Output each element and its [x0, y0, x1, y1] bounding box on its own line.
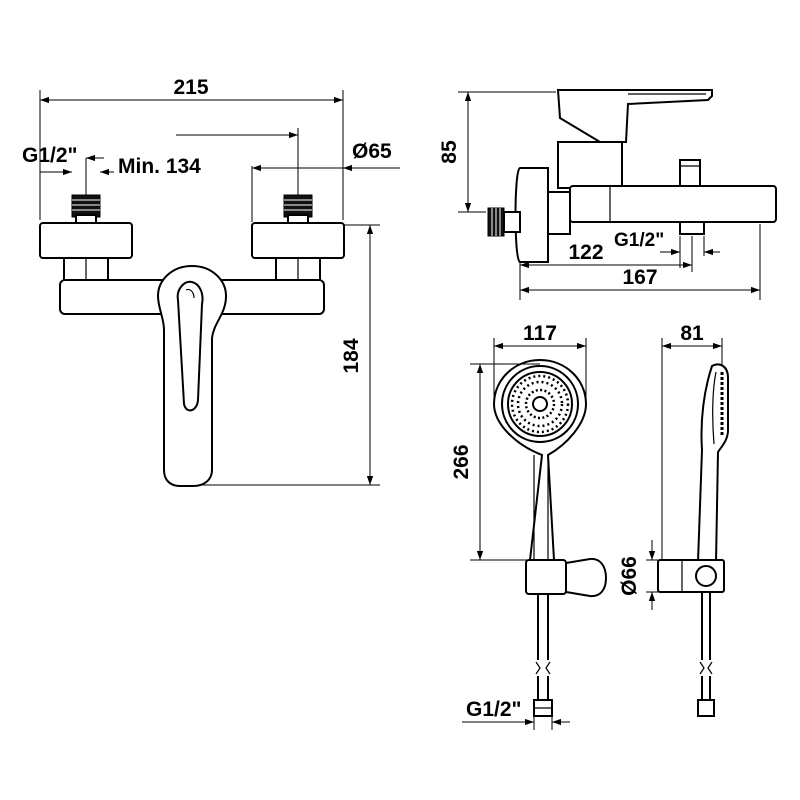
- nozzle-pattern: [510, 374, 570, 434]
- dim-label-g12-side: G1/2": [614, 230, 664, 251]
- right-inlet-nut: [283, 194, 313, 224]
- right-escutcheon: [251, 222, 345, 259]
- dim-front-height: 184: [200, 224, 380, 486]
- dim-label-167: 167: [622, 266, 657, 289]
- dim-holder-diameter: Ø66: [618, 540, 658, 610]
- dim-side-depth-total: 167: [520, 224, 761, 300]
- dim-side-height: 85: [438, 91, 556, 213]
- handshower-front: [492, 358, 608, 717]
- dim-label-266: 266: [450, 444, 473, 479]
- dim-label-min-134: Min. 134: [118, 155, 201, 178]
- dim-label-g12-hose: G1/2": [466, 698, 521, 721]
- dim-label-184: 184: [340, 338, 363, 373]
- side-holder: [657, 559, 725, 593]
- diverter-knob: [679, 159, 701, 187]
- left-inlet-nut: [71, 194, 101, 224]
- dim-label-d66: Ø66: [618, 556, 641, 596]
- dim-escutcheon-diameter: Ø65: [251, 140, 400, 222]
- dim-label-85: 85: [438, 140, 461, 164]
- lever-handle: [156, 264, 228, 487]
- shower-outlet: [679, 221, 705, 235]
- dim-label-d65: Ø65: [352, 140, 392, 163]
- dim-label-g12-front: G1/2": [22, 144, 77, 167]
- side-lever: [556, 89, 713, 143]
- dim-handshower-length: 266: [450, 363, 540, 561]
- dim-label-117: 117: [523, 322, 557, 345]
- dim-handshower-width: 117: [493, 322, 587, 400]
- dim-min-span: Min. 134: [85, 128, 299, 195]
- side-body: [569, 185, 777, 223]
- dim-label-215: 215: [173, 76, 208, 99]
- handshower-holder: [525, 559, 567, 595]
- handshower-side: [657, 363, 729, 717]
- dim-front-width: 215: [39, 76, 344, 220]
- dim-side-depth-spout: 122: [519, 236, 693, 300]
- dim-hose-thread: G1/2": [462, 698, 570, 730]
- side-view: [487, 89, 777, 263]
- front-view: [39, 194, 345, 487]
- dim-handshower-depth: 81: [661, 322, 723, 560]
- left-escutcheon: [39, 222, 133, 259]
- dim-side-thread: G1/2": [614, 230, 720, 268]
- side-cartridge: [557, 141, 623, 189]
- dim-label-81: 81: [680, 322, 704, 345]
- handshower-body: [492, 358, 588, 561]
- dim-label-122: 122: [568, 241, 603, 264]
- hose-nut-side: [697, 699, 715, 717]
- dim-front-thread: G1/2": [22, 144, 114, 176]
